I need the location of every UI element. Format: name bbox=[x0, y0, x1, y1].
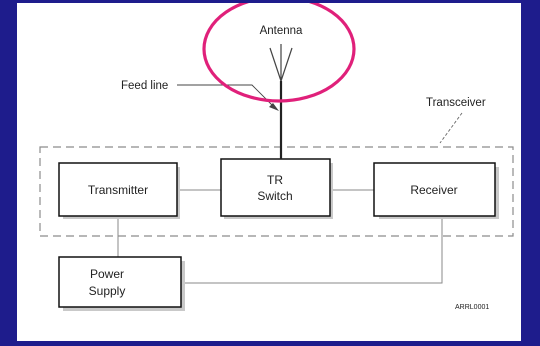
tr-switch-block bbox=[220, 158, 331, 217]
figure-code: ARRL0001 bbox=[455, 304, 489, 311]
antenna-label: Antenna bbox=[260, 25, 303, 37]
receiver-to-power-line bbox=[181, 215, 443, 284]
transmitter-label: Transmitter bbox=[88, 183, 148, 197]
diagram-panel: Transmitter TR Switch Receiver Power Sup… bbox=[17, 0, 521, 341]
antenna-icon bbox=[269, 44, 293, 82]
transceiver-label: Transceiver bbox=[426, 97, 486, 109]
power-supply-label-line1: Power bbox=[90, 267, 124, 281]
transmitter-block bbox=[58, 162, 178, 217]
receiver-block bbox=[373, 162, 496, 217]
tr-switch-label-line2: Switch bbox=[257, 189, 292, 203]
feed-line-label: Feed line bbox=[121, 80, 168, 92]
power-supply-block bbox=[58, 256, 182, 308]
transceiver-dashed-boundary bbox=[39, 146, 514, 237]
feed-line-leader bbox=[177, 84, 276, 109]
feed-line-arrow-icon bbox=[269, 103, 279, 111]
receiver-label: Receiver bbox=[410, 183, 457, 197]
transceiver-block-diagram: Transmitter TR Switch Receiver Power Sup… bbox=[39, 0, 514, 311]
tr-switch-label-line1: TR bbox=[267, 173, 283, 187]
transceiver-leader bbox=[439, 112, 463, 144]
power-supply-label-line2: Supply bbox=[89, 284, 126, 298]
antenna-highlight-circle bbox=[202, 0, 356, 103]
